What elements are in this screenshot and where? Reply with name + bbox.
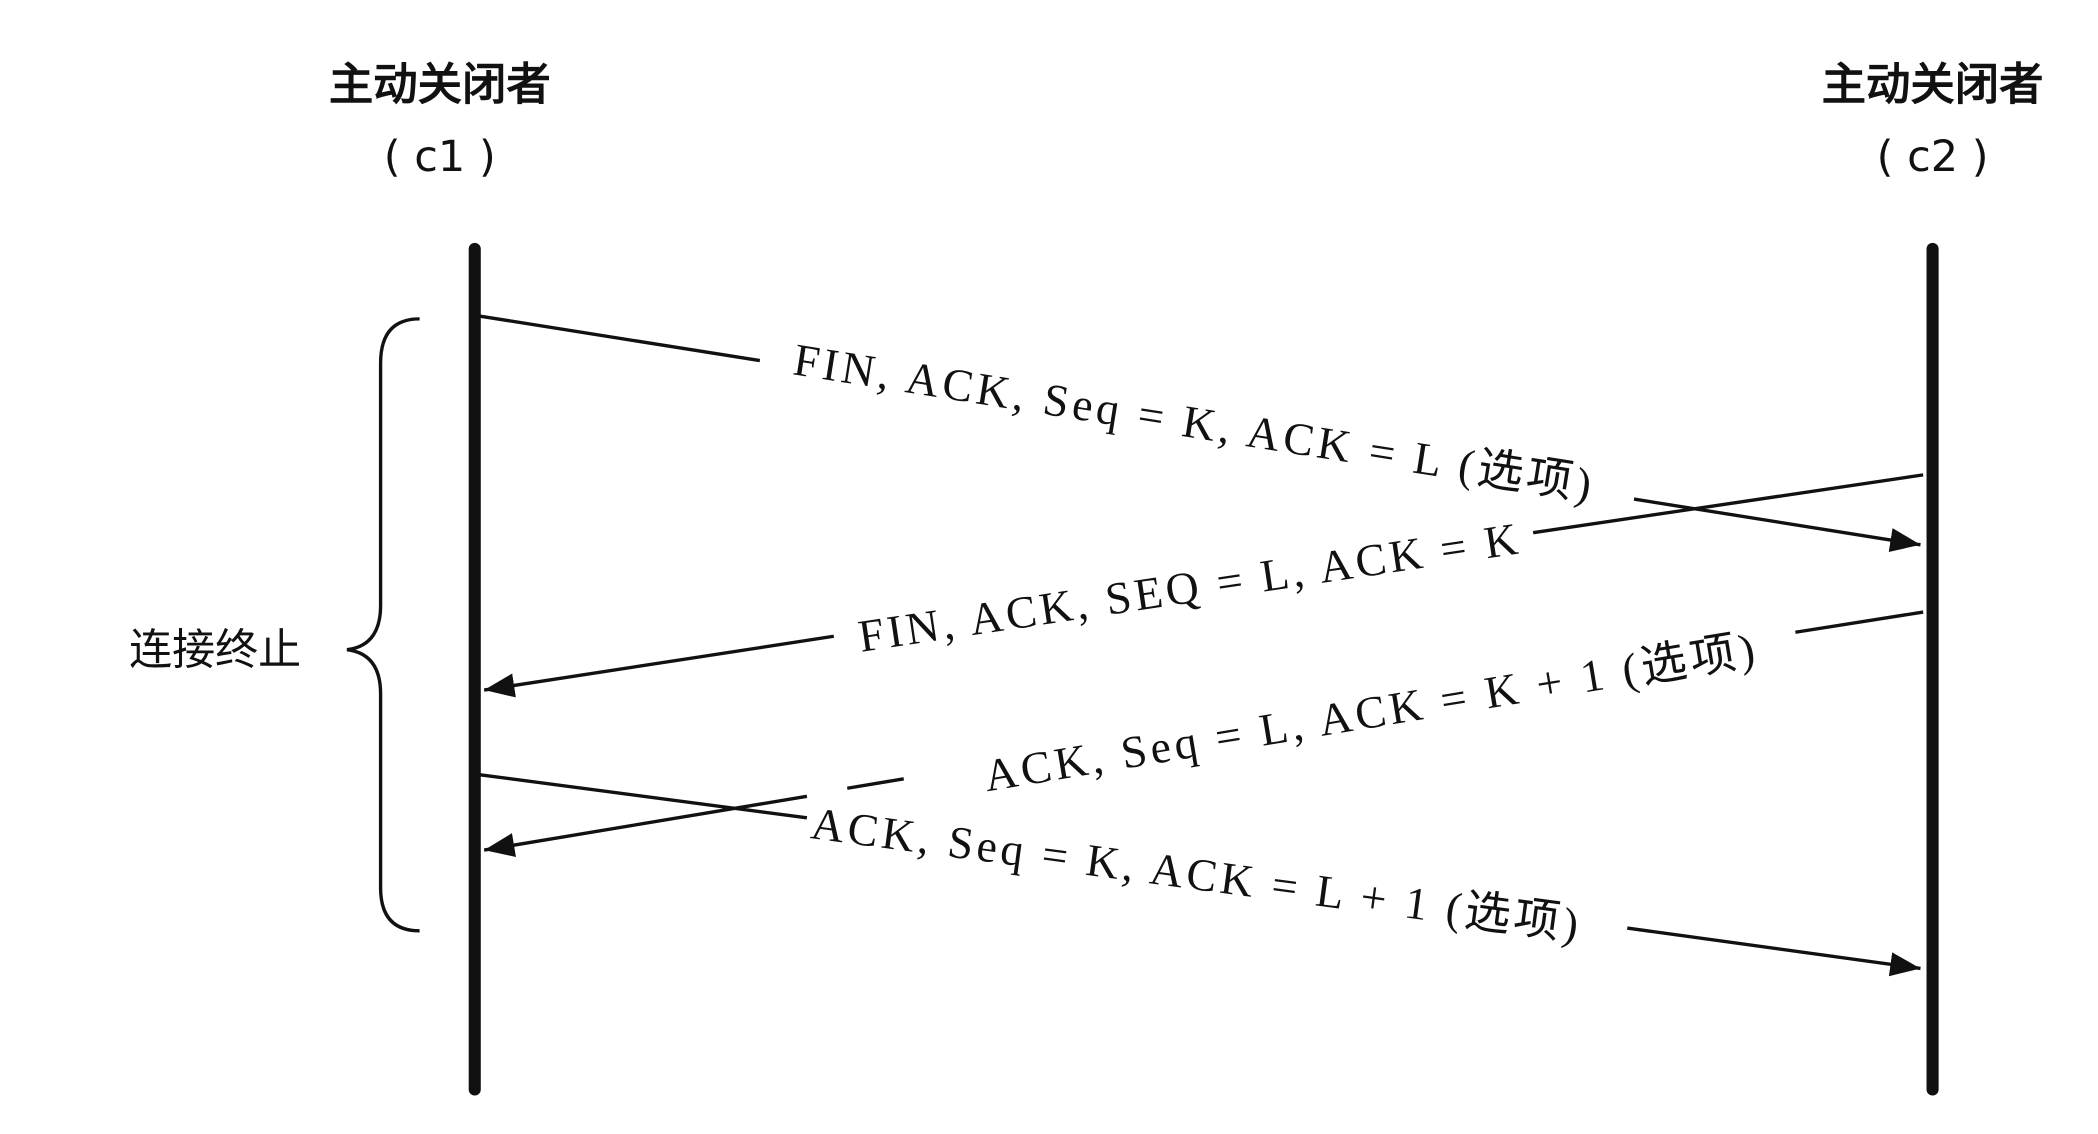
message-3: ACK, Seq = L, ACK = K + 1 (选项) [483, 610, 1924, 858]
right-party-id: ( c2 ) [1877, 132, 1989, 182]
right-party-title: 主动关闭者 [1822, 60, 2044, 111]
message-4-line [479, 773, 808, 820]
left-party-title: 主动关闭者 [329, 60, 551, 111]
message-1-line [479, 314, 761, 363]
message-3-arrow [483, 794, 808, 858]
message-3-dash [846, 777, 905, 790]
phase-brace [346, 317, 420, 933]
left-party-id: ( c1 ) [384, 132, 496, 182]
phase-label: 连接终止 [129, 626, 301, 676]
message-4: ACK, Seq = K, ACK = L + 1 (选项) [479, 773, 1921, 977]
message-2-arrow [483, 634, 835, 698]
message-2-line [1532, 473, 1924, 535]
message-1-label: FIN, ACK, Seq = K, ACK = L (选项) [790, 334, 1595, 511]
message-3-label: ACK, Seq = L, ACK = K + 1 (选项) [980, 624, 1758, 802]
message-2-label: FIN, ACK, SEQ = L, ACK = K [855, 513, 1521, 662]
message-4-label: ACK, Seq = K, ACK = L + 1 (选项) [808, 797, 1581, 950]
message-4-arrow [1627, 926, 1921, 977]
message-1-arrow [1633, 497, 1921, 552]
message-3-line [1795, 610, 1924, 634]
message-1: FIN, ACK, Seq = K, ACK = L (选项) [479, 314, 1921, 552]
